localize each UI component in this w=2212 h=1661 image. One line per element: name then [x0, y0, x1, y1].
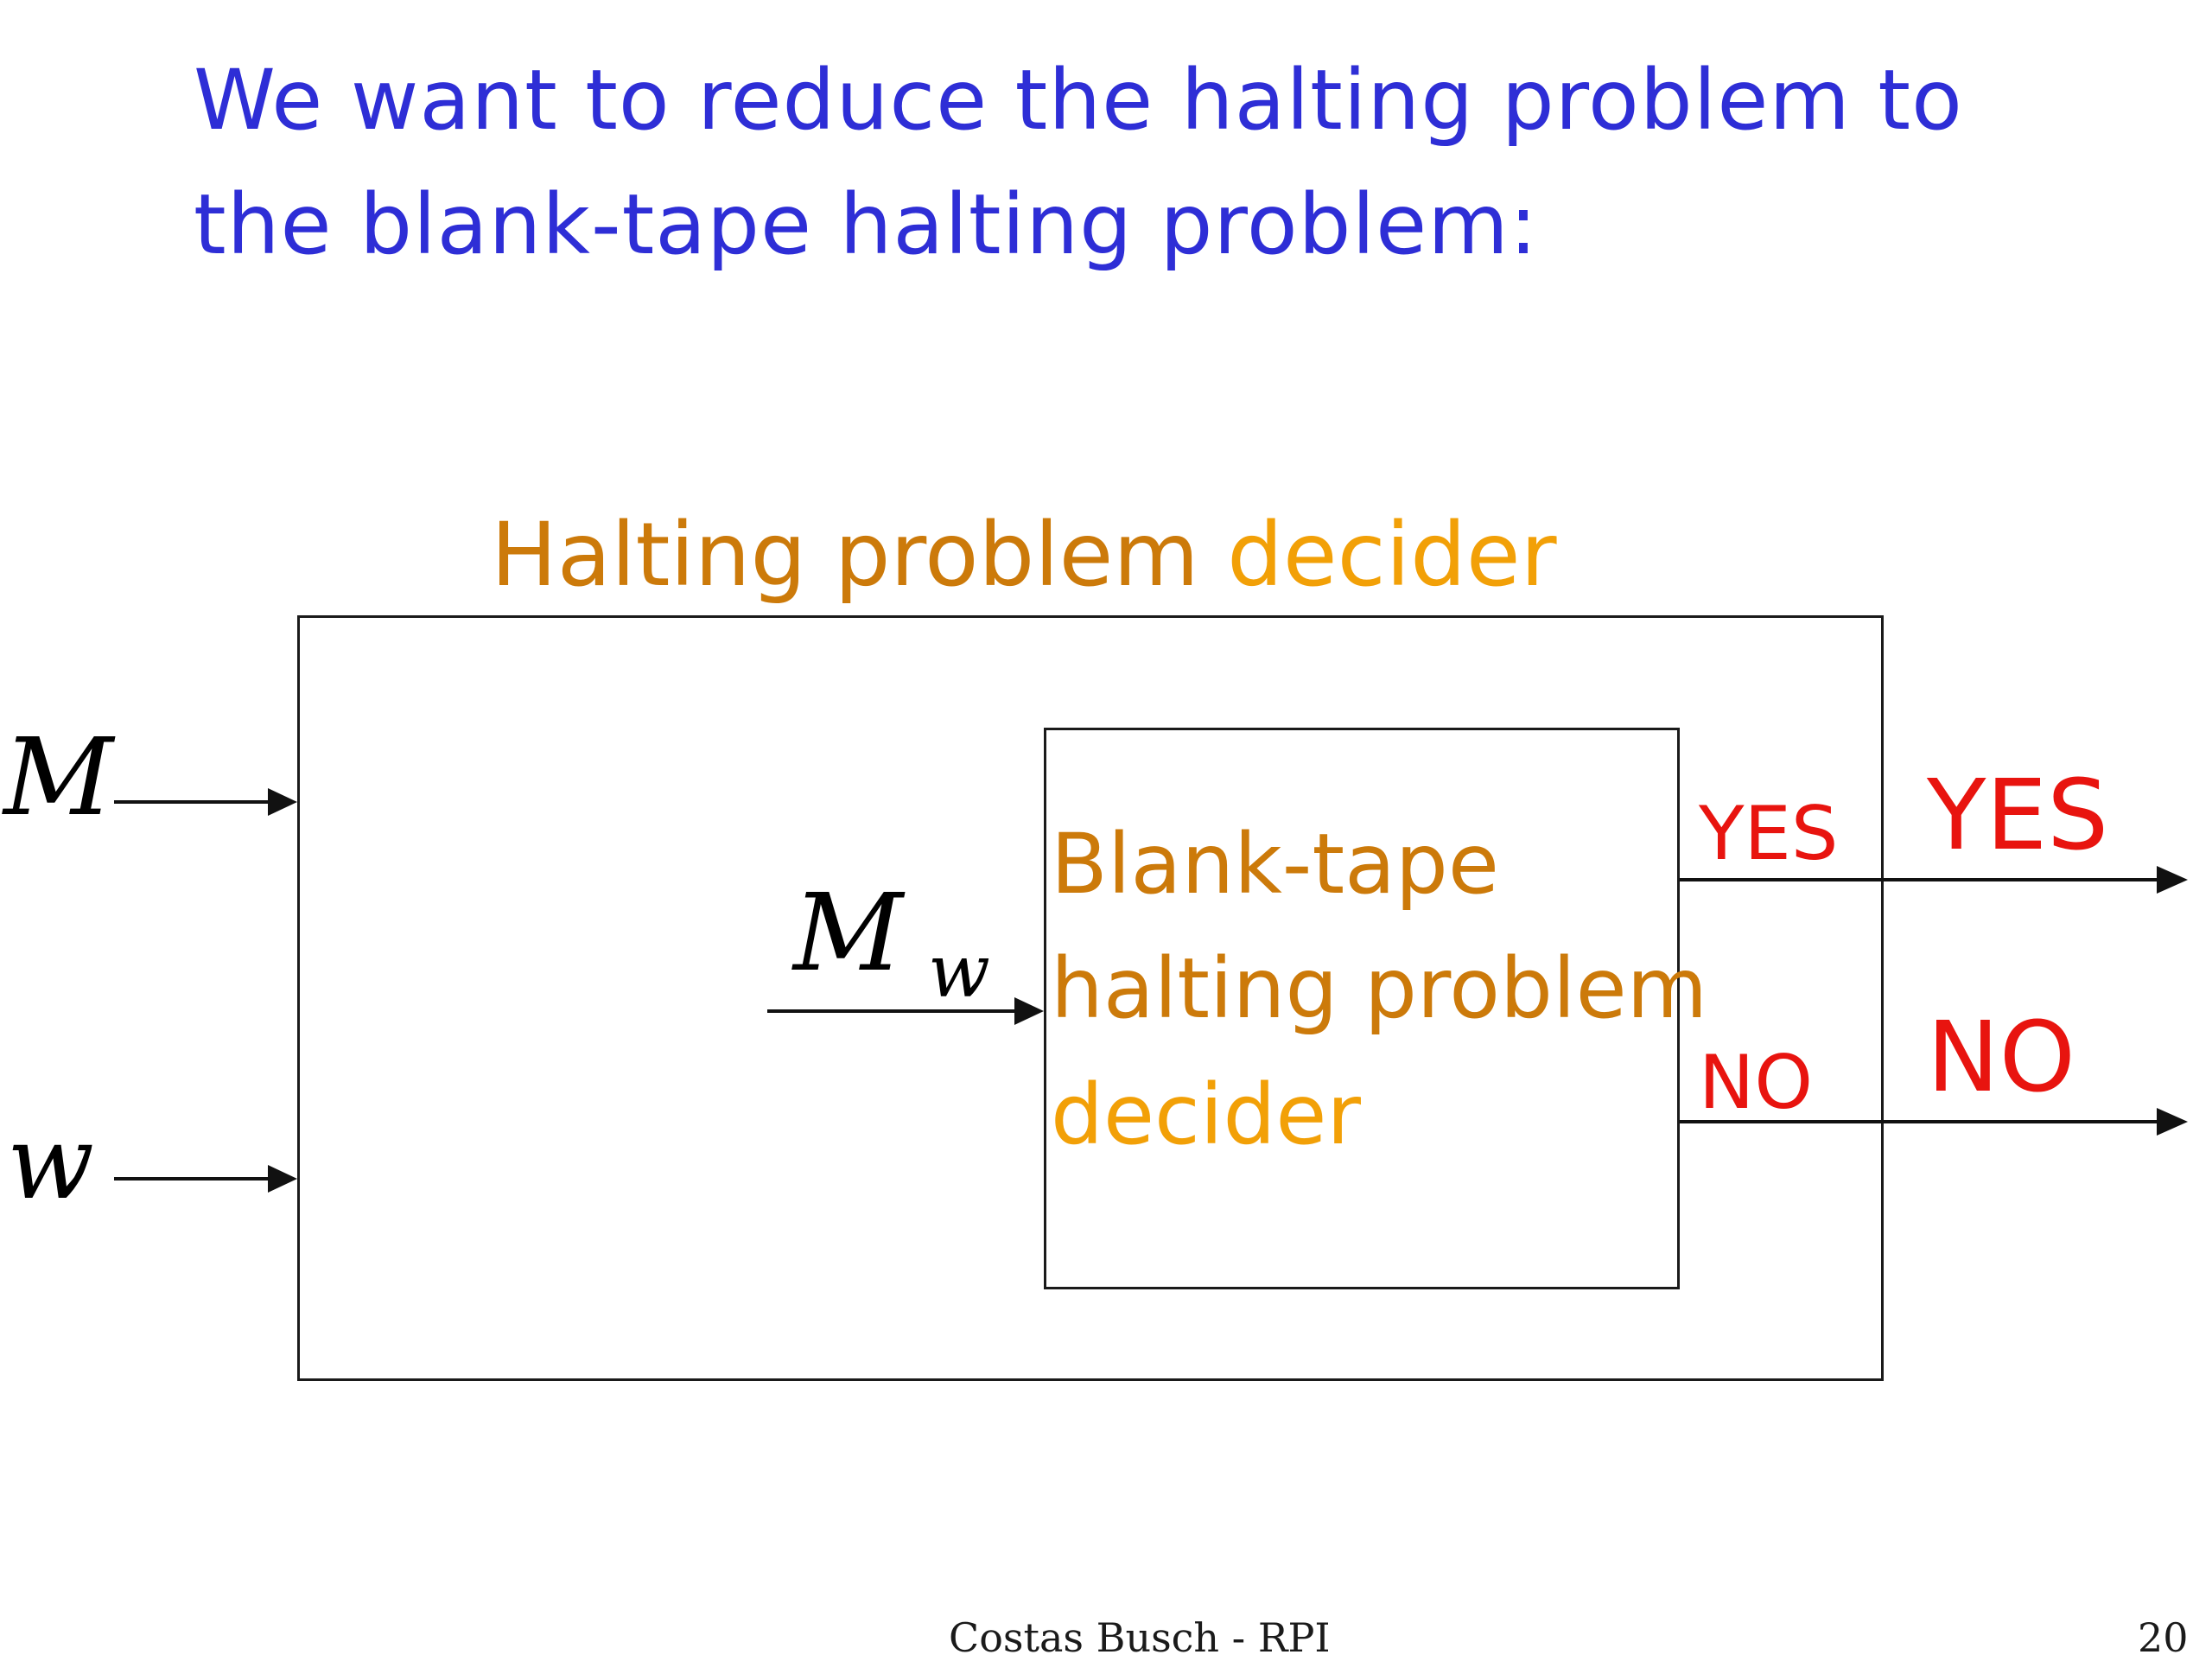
inner-no-label: NO: [1699, 1040, 1814, 1126]
input-w-label: w: [7, 1103, 95, 1222]
halting-decider-box: [297, 615, 1884, 1381]
inner-box-label-line-2: halting problem: [1051, 940, 1708, 1037]
outer-box-title: Halting problem decider: [491, 512, 1557, 600]
mw-input-arrowhead: [1014, 997, 1044, 1025]
yes-output-arrowhead: [2157, 866, 2188, 894]
footer-credit: Costas Busch - RPI: [949, 1614, 1331, 1661]
blank-tape-decider-box: [1044, 728, 1680, 1289]
inner-yes-label: YES: [1699, 791, 1839, 877]
inner-box-label-line-3: decider: [1051, 1066, 1361, 1163]
w-input-arrowhead: [268, 1165, 297, 1193]
m-input-arrowhead: [268, 788, 297, 816]
inner-box-label-line-1: Blank-tape: [1051, 816, 1499, 913]
outer-title-part-2: decider: [1227, 504, 1557, 607]
heading-line-2: the blank-tape halting problem:: [194, 176, 1539, 273]
mw-label-main: M: [793, 871, 903, 996]
page-number: 20: [2138, 1614, 2189, 1661]
heading-line-1: We want to reduce the halting problem to: [194, 52, 1963, 149]
outer-yes-label: YES: [1927, 760, 2109, 872]
outer-title-part-1: Halting problem: [491, 504, 1228, 607]
mw-label-subscript: w: [928, 929, 990, 1014]
input-m-label: M: [3, 716, 113, 840]
no-output-arrowhead: [2157, 1108, 2188, 1136]
outer-no-label: NO: [1927, 1002, 2075, 1114]
